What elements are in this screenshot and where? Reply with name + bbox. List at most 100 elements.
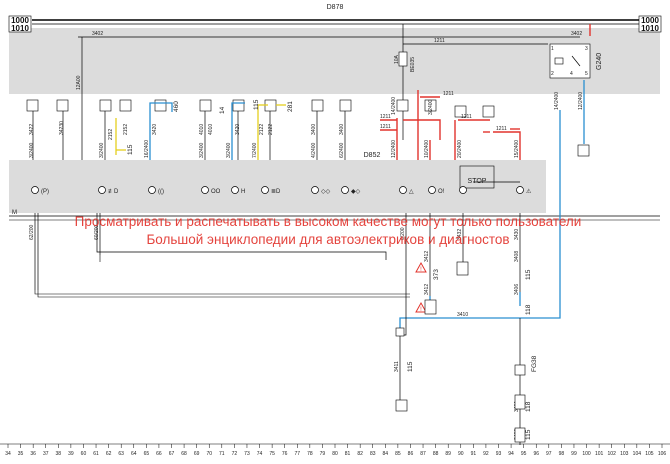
bus-label-box-right — [638, 15, 662, 33]
ruler-label: 93 — [496, 451, 502, 457]
misc-label-7: 3420 — [152, 124, 158, 135]
ruler-label: 101 — [595, 451, 604, 457]
ruler-label: 65 — [144, 451, 150, 457]
connector-code-8: 4/2400 — [311, 142, 317, 158]
wire-1211-label-d: 1211 — [461, 114, 472, 120]
svg-text:!: ! — [420, 267, 422, 273]
component-ref-3: 14 — [219, 106, 226, 114]
lamp-row — [31, 186, 524, 194]
panel-block-label: D852 — [364, 152, 381, 159]
warning-icon: ! — [415, 301, 427, 313]
ruler-label: 36 — [30, 451, 36, 457]
bus-label-box-left — [8, 15, 32, 33]
ruler-label: 80 — [332, 451, 338, 457]
connector-codes: 12A00 3/2400 3/2400 16/2400 3/2400 3/240… — [29, 75, 584, 158]
ruler-label: 38 — [56, 451, 62, 457]
ruler-label: 92 — [483, 451, 489, 457]
ruler-label: 97 — [546, 451, 552, 457]
ruler-label: 39 — [68, 451, 74, 457]
misc-label-15: 60/200 — [94, 224, 100, 240]
stop-label: STOP — [468, 178, 487, 185]
blue-wires — [149, 80, 585, 332]
misc-label-22: 3411 — [394, 361, 400, 372]
connector-code-15: 3/2400 — [428, 99, 434, 115]
ruler-label: 85 — [395, 451, 401, 457]
watermark-line-1: Просматривать и распечатывать в высоком … — [75, 214, 582, 229]
wire-3402-label-b: 3402 — [571, 31, 582, 37]
relay-pin-2: 2 — [551, 71, 554, 77]
ruler-label: 104 — [633, 451, 642, 457]
component-ref-11: 115 — [525, 429, 532, 440]
wire-1211-label-c: 1211 — [443, 91, 454, 97]
component-ref-9: 115 — [407, 361, 414, 372]
misc-label-8: 3420 — [235, 124, 241, 135]
lamp-symbol-7: ◇◇ — [321, 189, 331, 195]
connector-code-3: 3/2400 — [99, 142, 105, 158]
connector-code-4: 16/2400 — [144, 140, 150, 158]
ruler-label: 87 — [420, 451, 426, 457]
top-block-label: D878 — [327, 4, 344, 11]
ruler-label: 100 — [582, 451, 591, 457]
misc-label-14: 62/200 — [29, 224, 35, 240]
ruler-label: 34 — [5, 451, 11, 457]
relay-pin-5: 5 — [585, 71, 588, 77]
fuse-label: 10A — [394, 54, 400, 64]
ruler-label: 60 — [81, 451, 87, 457]
ruler-label: 74 — [257, 451, 263, 457]
bus-label-lower-right: 1010 — [641, 24, 659, 33]
component-ref-1: 115 — [127, 144, 134, 155]
wire-1211-label-e: 1211 — [496, 126, 507, 132]
ruler-label: 71 — [219, 451, 225, 457]
ruler-label: 89 — [445, 451, 451, 457]
ruler-label: 37 — [43, 451, 49, 457]
stop-box — [459, 165, 495, 189]
connector-code-5: 3/2400 — [199, 142, 205, 158]
warning-icon: ! — [415, 261, 427, 273]
connector-code-1: 12A00 — [76, 75, 82, 90]
svg-text:!: ! — [420, 307, 422, 313]
lamp-symbol-2: ≢D — [108, 188, 119, 195]
connector-code-17: 12/2400 — [578, 92, 584, 110]
ruler-label: 79 — [320, 451, 326, 457]
component-ref-7: 115 — [525, 269, 532, 280]
wire-1211-label-a: 1211 — [380, 114, 391, 120]
misc-label-19: 3432 — [457, 229, 463, 240]
relay-pin-4: 4 — [570, 71, 573, 77]
ruler-label: 66 — [156, 451, 162, 457]
misc-label-12: 3422 — [29, 124, 35, 135]
misc-label-23: 3430 — [514, 229, 520, 240]
component-ref-10: 118 — [525, 401, 532, 412]
ruler-label: 103 — [620, 451, 629, 457]
fuse — [398, 51, 408, 67]
wire-m-label: M — [12, 210, 17, 216]
red-wires — [380, 24, 591, 160]
bus-label-lower-left: 1010 — [11, 24, 29, 33]
lamp-symbol-6: ≣D — [271, 186, 281, 195]
relay-pin-1: 1 — [551, 46, 554, 52]
misc-label-3: 4010 — [199, 124, 205, 135]
misc-label-11: 3400 — [339, 124, 345, 135]
misc-label-6: 2122 — [268, 124, 274, 135]
ruler-label: 61 — [93, 451, 99, 457]
ruler-label: 105 — [645, 451, 654, 457]
ruler-label: 86 — [408, 451, 414, 457]
ruler-label: 72 — [232, 451, 238, 457]
ruler-label: 96 — [533, 451, 539, 457]
connector-code-7: 7/2400 — [252, 142, 258, 158]
misc-label-20: 3408 — [514, 251, 520, 262]
misc-label-5: 2122 — [259, 124, 265, 135]
wire-3410-label: 3410 — [457, 312, 468, 318]
lamp-symbol-10: O! — [438, 189, 445, 195]
misc-label-10: 3400 — [311, 124, 317, 135]
lamp-symbol-1: (P) — [41, 189, 49, 195]
misc-label-13: 34230 — [59, 121, 65, 135]
misc-label-1: 2152 — [108, 129, 114, 140]
misc-label-2: 2152 — [123, 124, 129, 135]
wire-1211-label-b: 1211 — [380, 124, 391, 130]
relay-ref: G240 — [596, 53, 603, 70]
ruler-label: 102 — [608, 451, 617, 457]
ruler-label: 91 — [471, 451, 477, 457]
misc-label-16: 6/200 — [400, 227, 406, 240]
ruler-label: 94 — [508, 451, 514, 457]
lamp-symbol-9: △ — [409, 189, 414, 195]
